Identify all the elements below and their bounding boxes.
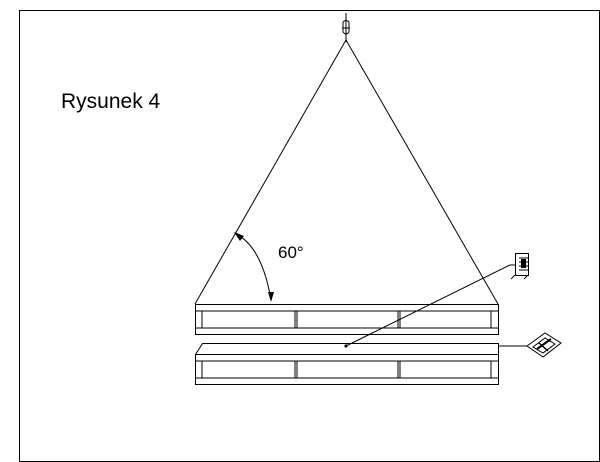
- clip-leader-line: [345, 264, 511, 347]
- angle-arc: [234, 232, 274, 302]
- right-sling: [345, 39, 499, 305]
- figure-title: Rysunek 4: [61, 90, 161, 113]
- drawing-frame: [19, 10, 600, 462]
- load-tag-icon: [526, 332, 562, 358]
- angle-label: 60°: [278, 243, 304, 262]
- left-sling: [194, 39, 347, 305]
- upper-pallet: [195, 304, 499, 335]
- clip-leader-dot: [344, 344, 348, 348]
- crane-hook-icon: [342, 13, 350, 42]
- clamp-clip-icon: [510, 253, 529, 280]
- lower-pallet: [195, 343, 499, 385]
